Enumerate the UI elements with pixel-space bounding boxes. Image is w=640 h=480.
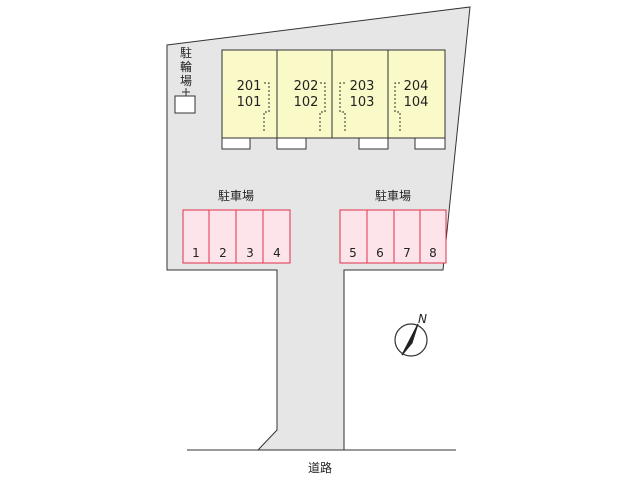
unit-block-1 — [221, 49, 278, 139]
compass-north-label: N — [418, 312, 427, 326]
parking-space-number-1: 1 — [192, 246, 200, 260]
unit-number-103: 103 — [350, 95, 375, 110]
bicycle-parking-label-2: 輪 — [180, 59, 192, 74]
parking-space-number-8: 8 — [429, 246, 437, 260]
unit-block-2 — [276, 49, 333, 139]
unit-number-101: 101 — [237, 95, 262, 110]
unit-block-3 — [331, 49, 389, 139]
road-label: 道路 — [308, 460, 332, 475]
parking-space-2 — [208, 209, 237, 264]
unit-number-204: 204 — [404, 79, 429, 94]
entrance-porch-3 — [358, 137, 389, 150]
north-compass: N — [394, 312, 428, 357]
stair-dashed-3 — [339, 82, 346, 132]
parking-left-label: 駐車場 — [218, 188, 254, 203]
parking-space-number-5: 5 — [349, 246, 357, 260]
entrance-porch-2 — [276, 137, 307, 150]
bicycle-parking-box — [174, 95, 196, 114]
parking-space-6 — [366, 209, 395, 264]
parking-right-label: 駐車場 — [375, 188, 411, 203]
parking-space-5 — [339, 209, 368, 264]
unit-number-201: 201 — [237, 79, 262, 94]
stair-dashed-2 — [319, 82, 326, 132]
parking-space-1 — [182, 209, 210, 264]
bicycle-parking-label-1: 駐 — [180, 45, 192, 60]
unit-number-202: 202 — [294, 79, 319, 94]
parking-space-number-7: 7 — [403, 246, 411, 260]
entrance-porch-4 — [414, 137, 446, 150]
parking-space-number-2: 2 — [219, 246, 227, 260]
unit-number-104: 104 — [404, 95, 429, 110]
parking-space-8 — [419, 209, 447, 264]
parking-left: 駐車場 1 2 3 4 — [182, 188, 291, 264]
building-block: 201 101 202 102 203 103 204 104 — [221, 49, 446, 150]
parking-space-3 — [235, 209, 264, 264]
entrance-porch-1 — [221, 137, 251, 150]
bicycle-parking-label-3: 場 — [180, 74, 192, 88]
unit-block-4 — [387, 49, 446, 139]
parking-space-number-4: 4 — [273, 246, 281, 260]
unit-number-102: 102 — [294, 95, 319, 110]
unit-number-203: 203 — [350, 79, 375, 94]
parking-right: 駐車場 5 6 7 8 — [339, 188, 447, 264]
parking-space-number-6: 6 — [376, 246, 384, 260]
stair-dashed-1 — [263, 82, 270, 132]
compass-needle-line — [401, 323, 419, 356]
bicycle-parking: 駐 輪 場 — [174, 45, 196, 114]
parking-space-number-3: 3 — [246, 246, 254, 260]
parking-space-4 — [262, 209, 291, 264]
stair-dashed-4 — [394, 82, 401, 132]
